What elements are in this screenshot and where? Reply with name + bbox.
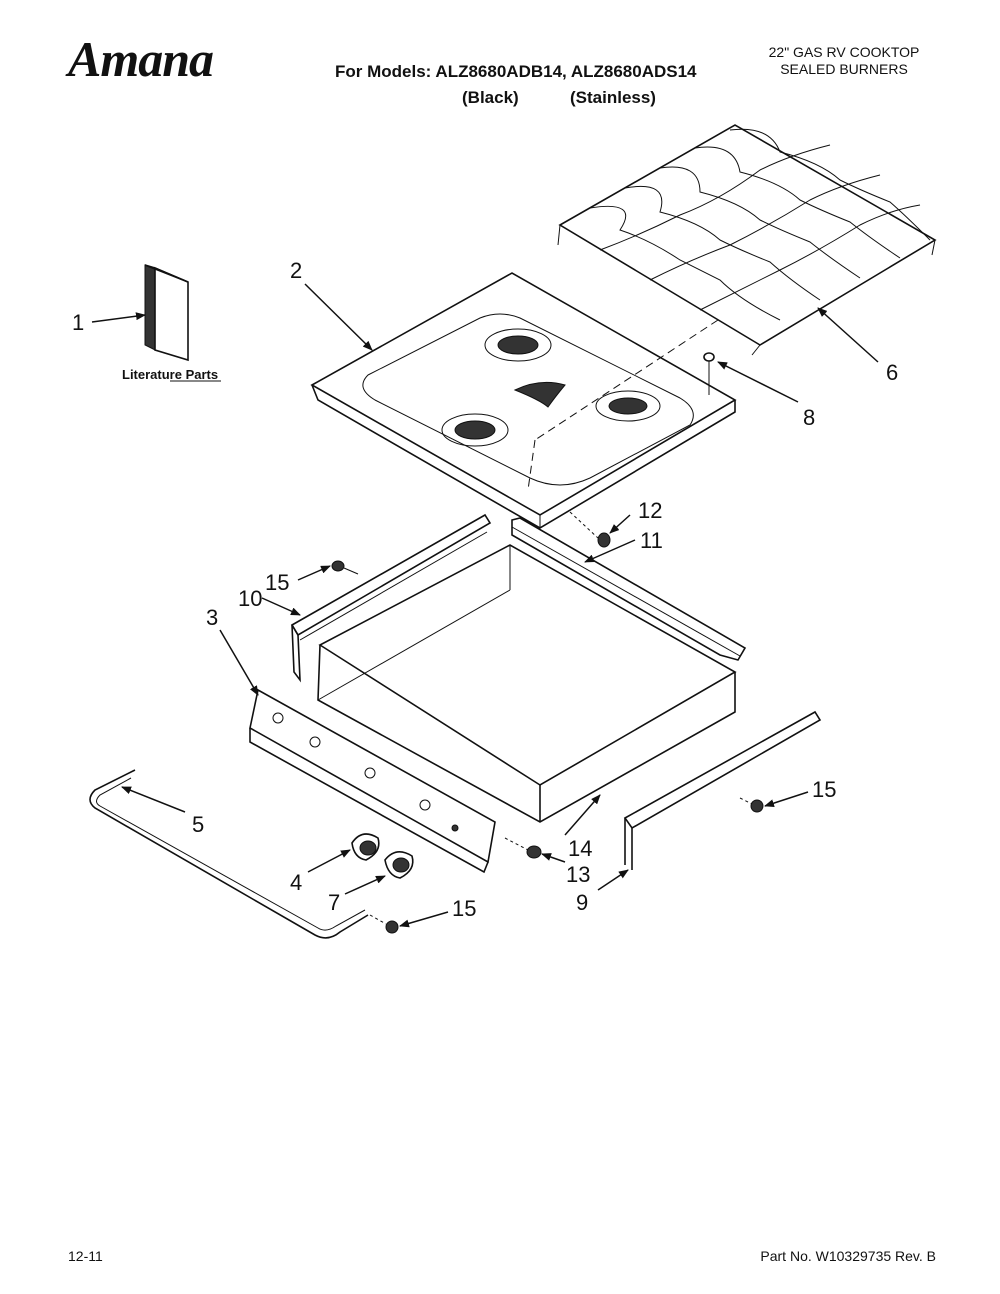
leader-14 xyxy=(564,794,601,836)
leader-9 xyxy=(597,869,629,891)
callout-15-right: 15 xyxy=(812,777,836,802)
side-screw-right xyxy=(739,797,764,813)
control-knob xyxy=(351,833,380,861)
callout-10: 10 xyxy=(238,586,262,611)
leader-4 xyxy=(307,849,351,873)
callout-5: 5 xyxy=(192,812,204,837)
callout-15-bottom: 15 xyxy=(452,896,476,921)
callout-13: 13 xyxy=(566,862,590,887)
grate-alignment-line xyxy=(534,319,719,441)
surface-screw xyxy=(569,511,611,548)
leader-1 xyxy=(91,312,146,323)
leader-15b xyxy=(764,791,809,808)
callout-8: 8 xyxy=(803,405,815,430)
callout-1: 1 xyxy=(72,310,84,335)
leader-15a xyxy=(297,565,331,581)
leader-15c xyxy=(399,911,449,928)
leader-7 xyxy=(344,875,386,895)
leader-11 xyxy=(584,539,636,563)
product-title-block: 22" GAS RV COOKTOP SEALED BURNERS xyxy=(754,44,934,78)
callout-6: 6 xyxy=(886,360,898,385)
leader-2 xyxy=(304,283,373,351)
trim-screw-left xyxy=(369,914,399,934)
control-knob-alt xyxy=(384,851,414,879)
leader-13 xyxy=(541,853,566,863)
callout-4: 4 xyxy=(290,870,302,895)
leader-10 xyxy=(261,597,301,616)
callout-2: 2 xyxy=(290,258,302,283)
right-trim xyxy=(623,710,822,870)
leader-12 xyxy=(609,514,631,534)
grate-grommet xyxy=(703,352,715,395)
callout-12: 12 xyxy=(638,498,662,523)
date-code: 12-11 xyxy=(68,1248,103,1264)
models-line: For Models: ALZ8680ADB14, ALZ8680ADS14 xyxy=(335,62,697,81)
control-panel-bracket xyxy=(249,688,496,874)
left-trim xyxy=(89,769,369,939)
burner-box xyxy=(317,544,737,823)
callout-14: 14 xyxy=(568,836,592,861)
amana-logo: Amana xyxy=(68,31,214,87)
callout-9: 9 xyxy=(576,890,588,915)
literature-parts-label: Literature Parts xyxy=(122,367,218,382)
leader-5 xyxy=(121,786,186,813)
burner-grate xyxy=(557,124,937,356)
leader-6 xyxy=(817,307,879,363)
cooktop-surface xyxy=(310,272,737,529)
leader-3 xyxy=(219,629,259,696)
left-side-bracket xyxy=(290,513,492,683)
rear-rail xyxy=(511,517,747,661)
part-number: Part No. W10329735 Rev. B xyxy=(760,1248,936,1264)
leader-8 xyxy=(717,361,799,403)
surface-alignment-line xyxy=(527,439,536,491)
literature-booklet xyxy=(144,264,189,362)
callout-3: 3 xyxy=(206,605,218,630)
side-screw-left xyxy=(331,560,359,575)
product-subtitle: SEALED BURNERS xyxy=(780,61,908,77)
panel-screw xyxy=(504,837,542,859)
variant-black: (Black) xyxy=(462,88,519,107)
product-title: 22" GAS RV COOKTOP xyxy=(768,44,920,60)
callout-7: 7 xyxy=(328,890,340,915)
callout-15-left: 15 xyxy=(265,570,289,595)
variant-stainless: (Stainless) xyxy=(570,88,656,107)
callout-11: 11 xyxy=(640,528,663,553)
